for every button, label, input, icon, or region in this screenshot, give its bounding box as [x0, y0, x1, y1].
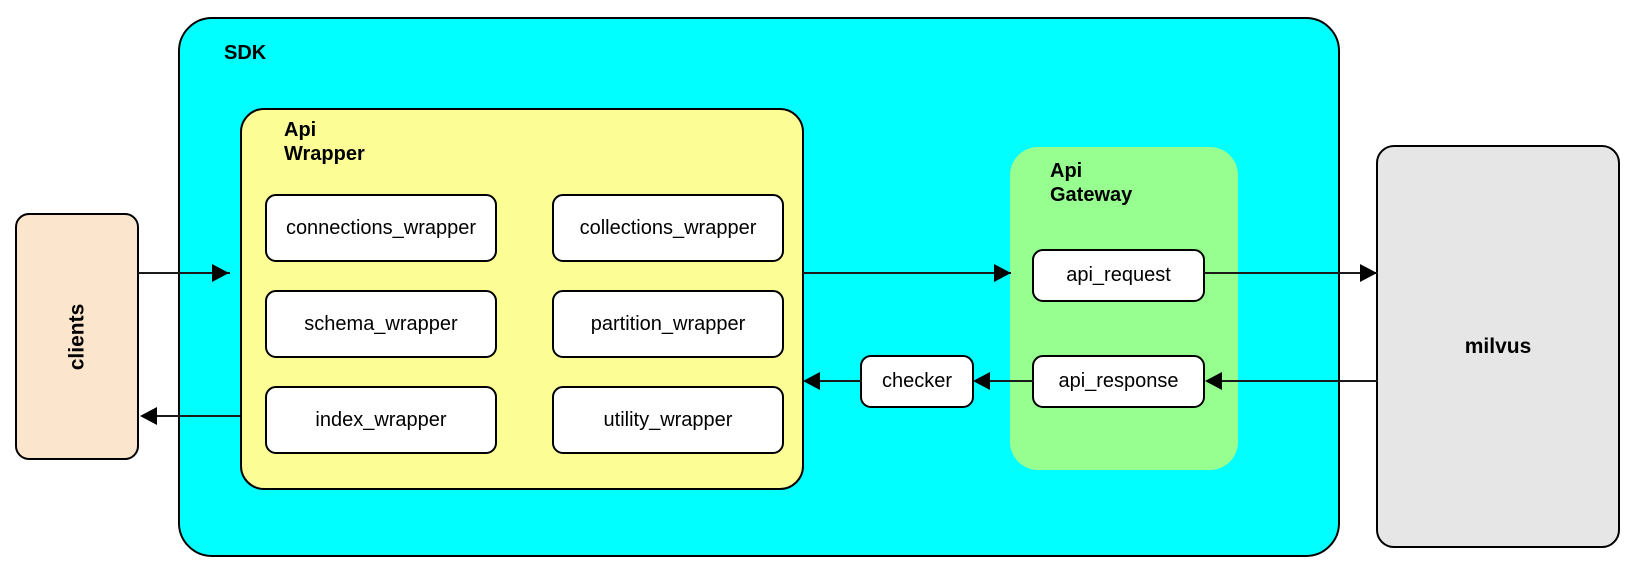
arrowhead-response-to-checker — [973, 372, 990, 390]
connector-wrapper-to-gateway — [803, 272, 1011, 274]
arrowhead-request-to-milvus — [1360, 264, 1377, 282]
node-api-response[interactable]: api_response — [1032, 355, 1205, 408]
arrowhead-wrapper-to-clients — [140, 407, 157, 425]
clients-node[interactable]: clients — [15, 213, 139, 460]
node-connections-wrapper[interactable]: connections_wrapper — [265, 194, 497, 262]
node-utility-wrapper[interactable]: utility_wrapper — [552, 386, 784, 454]
checker-node[interactable]: checker — [860, 355, 974, 408]
arrowhead-checker-to-wrapper — [803, 372, 820, 390]
connector-wrapper-to-clients — [155, 415, 240, 417]
sdk-title: SDK — [224, 42, 267, 64]
connector-response-to-checker — [978, 380, 1034, 382]
connector-milvus-to-response — [1210, 380, 1378, 382]
clients-label: clients — [65, 303, 88, 370]
connector-request-to-milvus — [1204, 272, 1378, 274]
connector-checker-to-wrapper — [808, 380, 862, 382]
node-partition-wrapper[interactable]: partition_wrapper — [552, 290, 784, 358]
arrowhead-milvus-to-response — [1205, 372, 1222, 390]
arrowhead-wrapper-to-gateway — [994, 264, 1011, 282]
node-schema-wrapper[interactable]: schema_wrapper — [265, 290, 497, 358]
arrowhead-clients-to-wrapper — [212, 264, 229, 282]
node-collections-wrapper[interactable]: collections_wrapper — [552, 194, 784, 262]
milvus-node[interactable]: milvus — [1376, 145, 1620, 548]
milvus-label: milvus — [1464, 334, 1532, 358]
node-index-wrapper[interactable]: index_wrapper — [265, 386, 497, 454]
api-gateway-title: Api Gateway — [1050, 160, 1133, 207]
connector-clients-to-wrapper — [138, 272, 230, 274]
api-wrapper-title: Api Wrapper — [284, 119, 365, 166]
api-gateway-container[interactable]: Api Gateway — [1010, 147, 1238, 470]
node-api-request[interactable]: api_request — [1032, 249, 1205, 302]
